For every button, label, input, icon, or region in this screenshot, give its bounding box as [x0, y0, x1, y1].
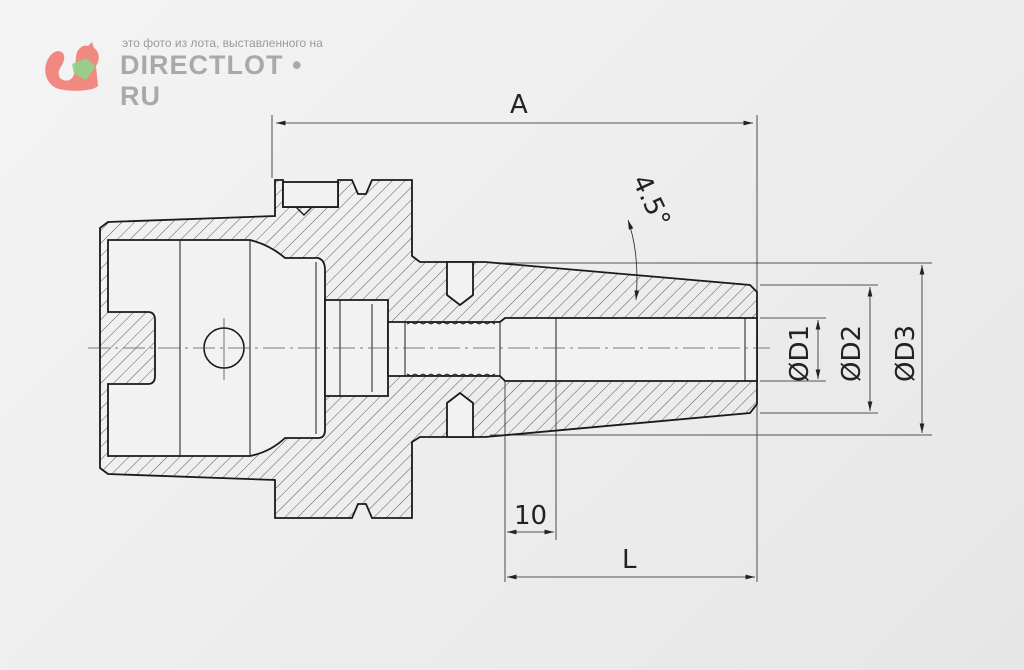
dim-D1-label: ØD1 — [785, 325, 815, 382]
holder-body-section — [99, 179, 758, 519]
watermark-caption: это фото из лота, выставленного на — [122, 36, 323, 50]
dim-D2-label: ØD2 — [837, 325, 867, 382]
squirrel-logo-icon — [45, 42, 99, 91]
dim-L-label: L — [622, 545, 637, 575]
dimension-lines — [271, 115, 932, 582]
dim-angle-label: 4.5° — [626, 170, 676, 232]
dim-10-label: 10 — [514, 501, 547, 531]
dim-D3-label: ØD3 — [891, 325, 921, 382]
watermark-brand: DIRECTLOT • RU — [120, 50, 303, 111]
dim-A-label: A — [510, 90, 528, 120]
directlot-watermark: это фото из лота, выставленного на DIREC… — [42, 36, 342, 111]
